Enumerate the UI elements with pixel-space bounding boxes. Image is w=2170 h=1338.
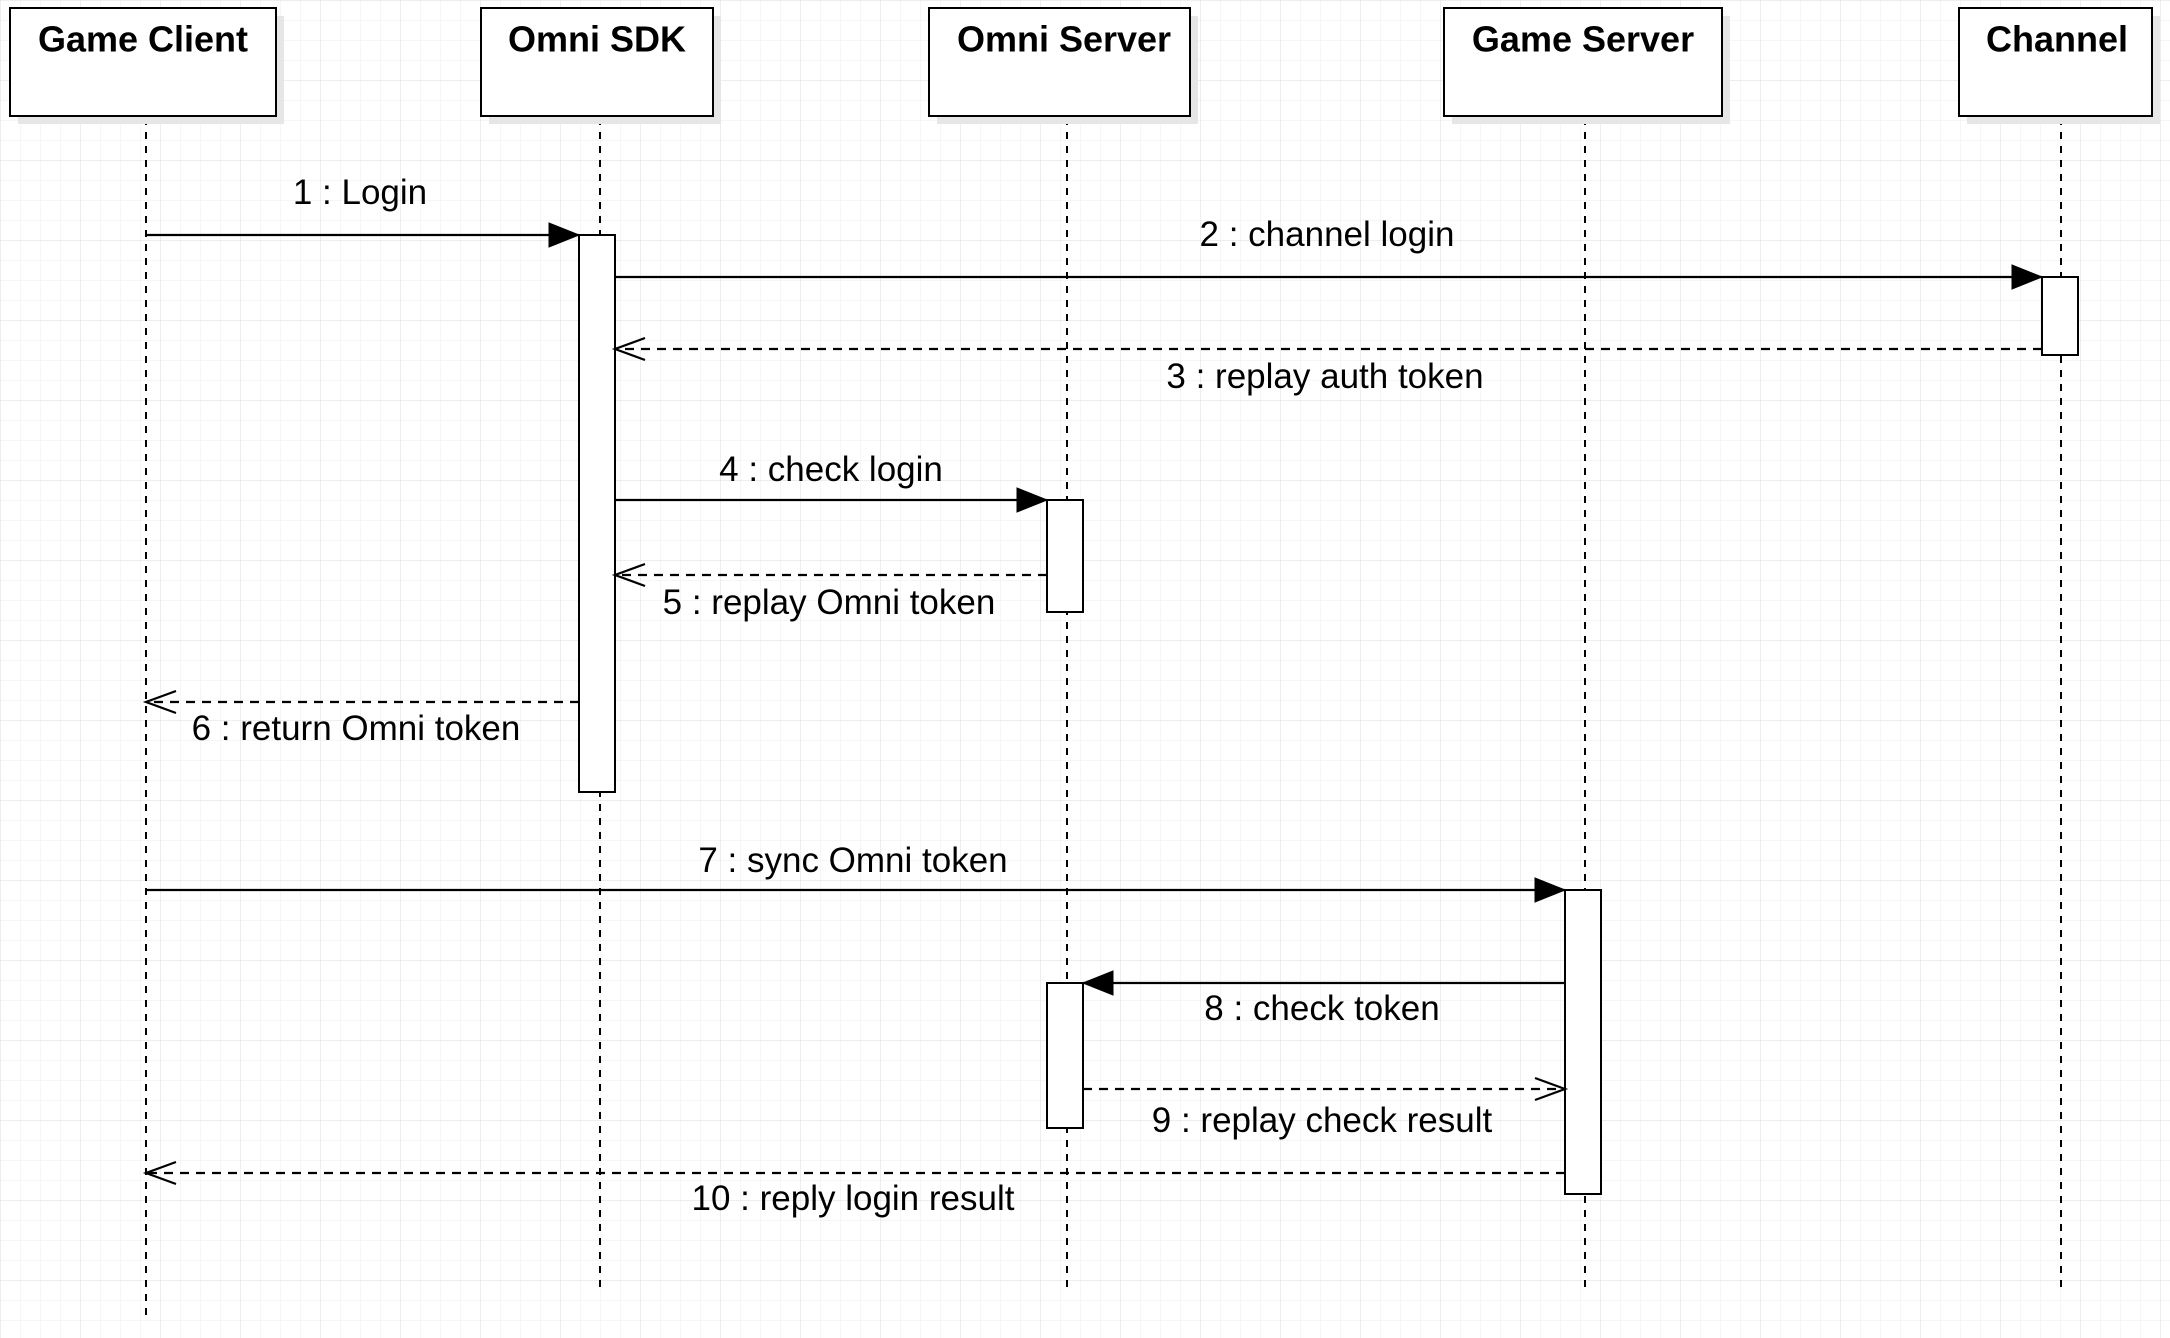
solid-arrowhead-icon [548, 222, 581, 248]
actor-label-game-server: Game Server [1472, 19, 1694, 60]
message-6[interactable]: 6 : return Omni token [142, 689, 579, 748]
message-5[interactable]: 5 : replay Omni token [611, 562, 1047, 622]
message-label: 5 : replay Omni token [663, 583, 996, 622]
activation-omni-server-1 [1046, 499, 1084, 613]
solid-arrowhead-icon [1016, 487, 1049, 513]
message-label: 7 : sync Omni token [698, 841, 1007, 880]
actor-omni-server[interactable]: Omni Server [928, 7, 1198, 124]
activations [578, 234, 2079, 1195]
message-2[interactable]: 2 : channel login [615, 215, 2044, 290]
message-10[interactable]: 10 : reply login result [142, 1160, 1565, 1218]
open-arrowhead-icon [611, 562, 646, 588]
open-arrowhead-icon [1534, 1076, 1569, 1102]
activation-game-server [1564, 889, 1602, 1195]
message-7[interactable]: 7 : sync Omni token [146, 841, 1567, 903]
solid-arrowhead-icon [1534, 877, 1567, 903]
open-arrowhead-icon [142, 689, 177, 715]
message-4[interactable]: 4 : check login [615, 450, 1049, 513]
actor-label-game-client: Game Client [38, 19, 248, 60]
actor-label-channel: Channel [1986, 19, 2128, 60]
solid-arrowhead-icon [2011, 264, 2044, 290]
messages: 1 : Login 2 : channel login 3 : replay a… [142, 173, 2044, 1218]
actor-label-omni-server: Omni Server [957, 19, 1171, 60]
message-label: 1 : Login [293, 173, 427, 212]
message-label: 2 : channel login [1200, 215, 1455, 254]
activation-channel [2041, 276, 2079, 356]
message-3[interactable]: 3 : replay auth token [611, 336, 2042, 396]
message-label: 8 : check token [1204, 989, 1439, 1028]
actor-game-server[interactable]: Game Server [1443, 7, 1730, 124]
actor-game-client[interactable]: Game Client [9, 7, 284, 124]
actor-omni-sdk[interactable]: Omni SDK [480, 7, 721, 124]
actors: Game Client Omni SDK Omni Server Game Se… [9, 7, 2160, 124]
message-9[interactable]: 9 : replay check result [1083, 1076, 1569, 1140]
message-label: 10 : reply login result [692, 1179, 1015, 1218]
activation-omni-sdk [578, 234, 616, 793]
actor-label-omni-sdk: Omni SDK [508, 19, 686, 60]
message-label: 4 : check login [719, 450, 943, 489]
open-arrowhead-icon [611, 336, 646, 362]
actor-channel[interactable]: Channel [1958, 7, 2160, 124]
message-1[interactable]: 1 : Login [146, 173, 581, 248]
activation-omni-server-2 [1046, 982, 1084, 1129]
open-arrowhead-icon [142, 1160, 177, 1186]
message-8[interactable]: 8 : check token [1081, 970, 1565, 1028]
message-label: 9 : replay check result [1152, 1101, 1493, 1140]
message-label: 6 : return Omni token [192, 709, 521, 748]
lifelines [145, 118, 2062, 1322]
message-label: 3 : replay auth token [1166, 357, 1483, 396]
solid-arrowhead-icon [1081, 970, 1114, 996]
